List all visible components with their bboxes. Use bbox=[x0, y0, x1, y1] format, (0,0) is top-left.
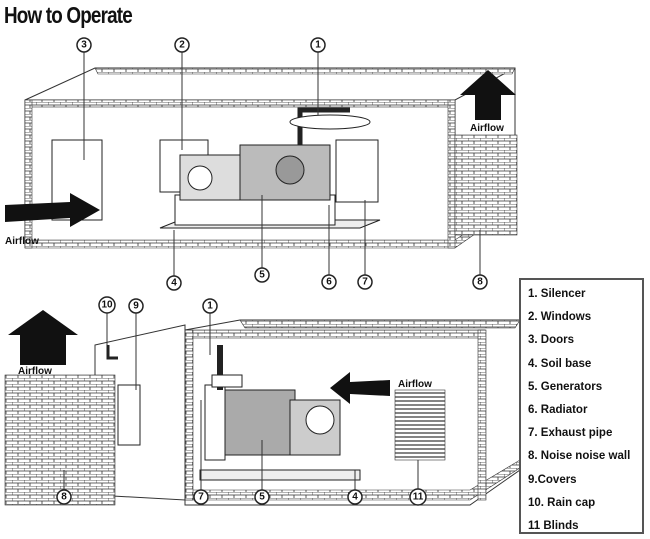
legend-item: 1. Silencer bbox=[528, 288, 586, 300]
legend-item: 2. Windows bbox=[528, 311, 592, 324]
legend-item: 7. Exhaust pipe bbox=[528, 427, 613, 440]
svg-text:11: 11 bbox=[413, 492, 424, 503]
callout-10: 10 bbox=[98, 296, 116, 314]
svg-text:3: 3 bbox=[81, 40, 87, 51]
page-title: How to Operate bbox=[4, 2, 133, 28]
svg-text:5: 5 bbox=[259, 270, 265, 281]
airflow-label: Airflow bbox=[398, 379, 432, 390]
callout-5: 5 bbox=[254, 267, 270, 283]
airflow-label: Airflow bbox=[18, 366, 52, 377]
callout-3: 3 bbox=[76, 37, 92, 53]
svg-text:10: 10 bbox=[101, 300, 113, 311]
noise-wall bbox=[454, 134, 518, 236]
legend: 1. Silencer 2. Windows 3. Doors 4. Soil … bbox=[519, 278, 644, 534]
callout-1: 1 bbox=[202, 298, 218, 314]
legend-item: 9.Covers bbox=[528, 473, 577, 486]
generator-set bbox=[174, 107, 371, 226]
svg-text:7: 7 bbox=[362, 277, 368, 288]
callout-7: 7 bbox=[193, 489, 209, 505]
cover bbox=[117, 384, 141, 446]
callout-8: 8 bbox=[472, 274, 488, 290]
callout-11: 11 bbox=[409, 488, 427, 506]
callout-1: 1 bbox=[310, 37, 326, 53]
noise-wall bbox=[4, 374, 116, 506]
svg-text:1: 1 bbox=[207, 301, 213, 312]
airflow-label: Airflow bbox=[5, 236, 39, 247]
generator-set bbox=[199, 345, 361, 481]
callout-6: 6 bbox=[321, 274, 337, 290]
legend-item: 3. Doors bbox=[528, 334, 575, 347]
callout-4: 4 bbox=[166, 275, 182, 291]
legend-item: 10. Rain cap bbox=[528, 496, 596, 509]
callout-4: 4 bbox=[347, 489, 363, 505]
svg-text:7: 7 bbox=[198, 492, 204, 503]
silencer bbox=[289, 114, 371, 130]
svg-text:5: 5 bbox=[259, 492, 265, 503]
airflow-out-arrow bbox=[8, 310, 78, 365]
svg-text:1: 1 bbox=[315, 40, 321, 51]
rain-cap bbox=[106, 345, 118, 360]
callout-7: 7 bbox=[357, 274, 373, 290]
svg-text:8: 8 bbox=[477, 277, 483, 288]
svg-text:2: 2 bbox=[179, 40, 185, 51]
svg-text:4: 4 bbox=[171, 278, 177, 289]
legend-item: 6. Radiator bbox=[528, 403, 588, 416]
svg-text:8: 8 bbox=[61, 492, 67, 503]
airflow-label: Airflow bbox=[470, 123, 504, 134]
svg-text:9: 9 bbox=[133, 301, 139, 312]
callout-5: 5 bbox=[254, 489, 270, 505]
airflow-out-arrow bbox=[460, 70, 516, 120]
legend-item: 8. Noise noise wall bbox=[528, 450, 631, 463]
airflow-in-arrow bbox=[5, 193, 100, 227]
blinds bbox=[394, 389, 446, 461]
callout-2: 2 bbox=[174, 37, 190, 53]
svg-text:4: 4 bbox=[352, 492, 358, 503]
airflow-in-arrow bbox=[330, 372, 390, 404]
radiator bbox=[335, 139, 379, 203]
legend-item: 4. Soil base bbox=[528, 357, 592, 370]
top-room: Airflow Airflow bbox=[5, 52, 518, 276]
bottom-room: Airflow Airflow bbox=[4, 310, 521, 506]
callout-8: 8 bbox=[56, 489, 72, 505]
svg-text:6: 6 bbox=[326, 277, 332, 288]
legend-item: 11 Blinds bbox=[528, 519, 579, 532]
callout-9: 9 bbox=[128, 298, 144, 314]
legend-item: 5. Generators bbox=[528, 380, 603, 393]
